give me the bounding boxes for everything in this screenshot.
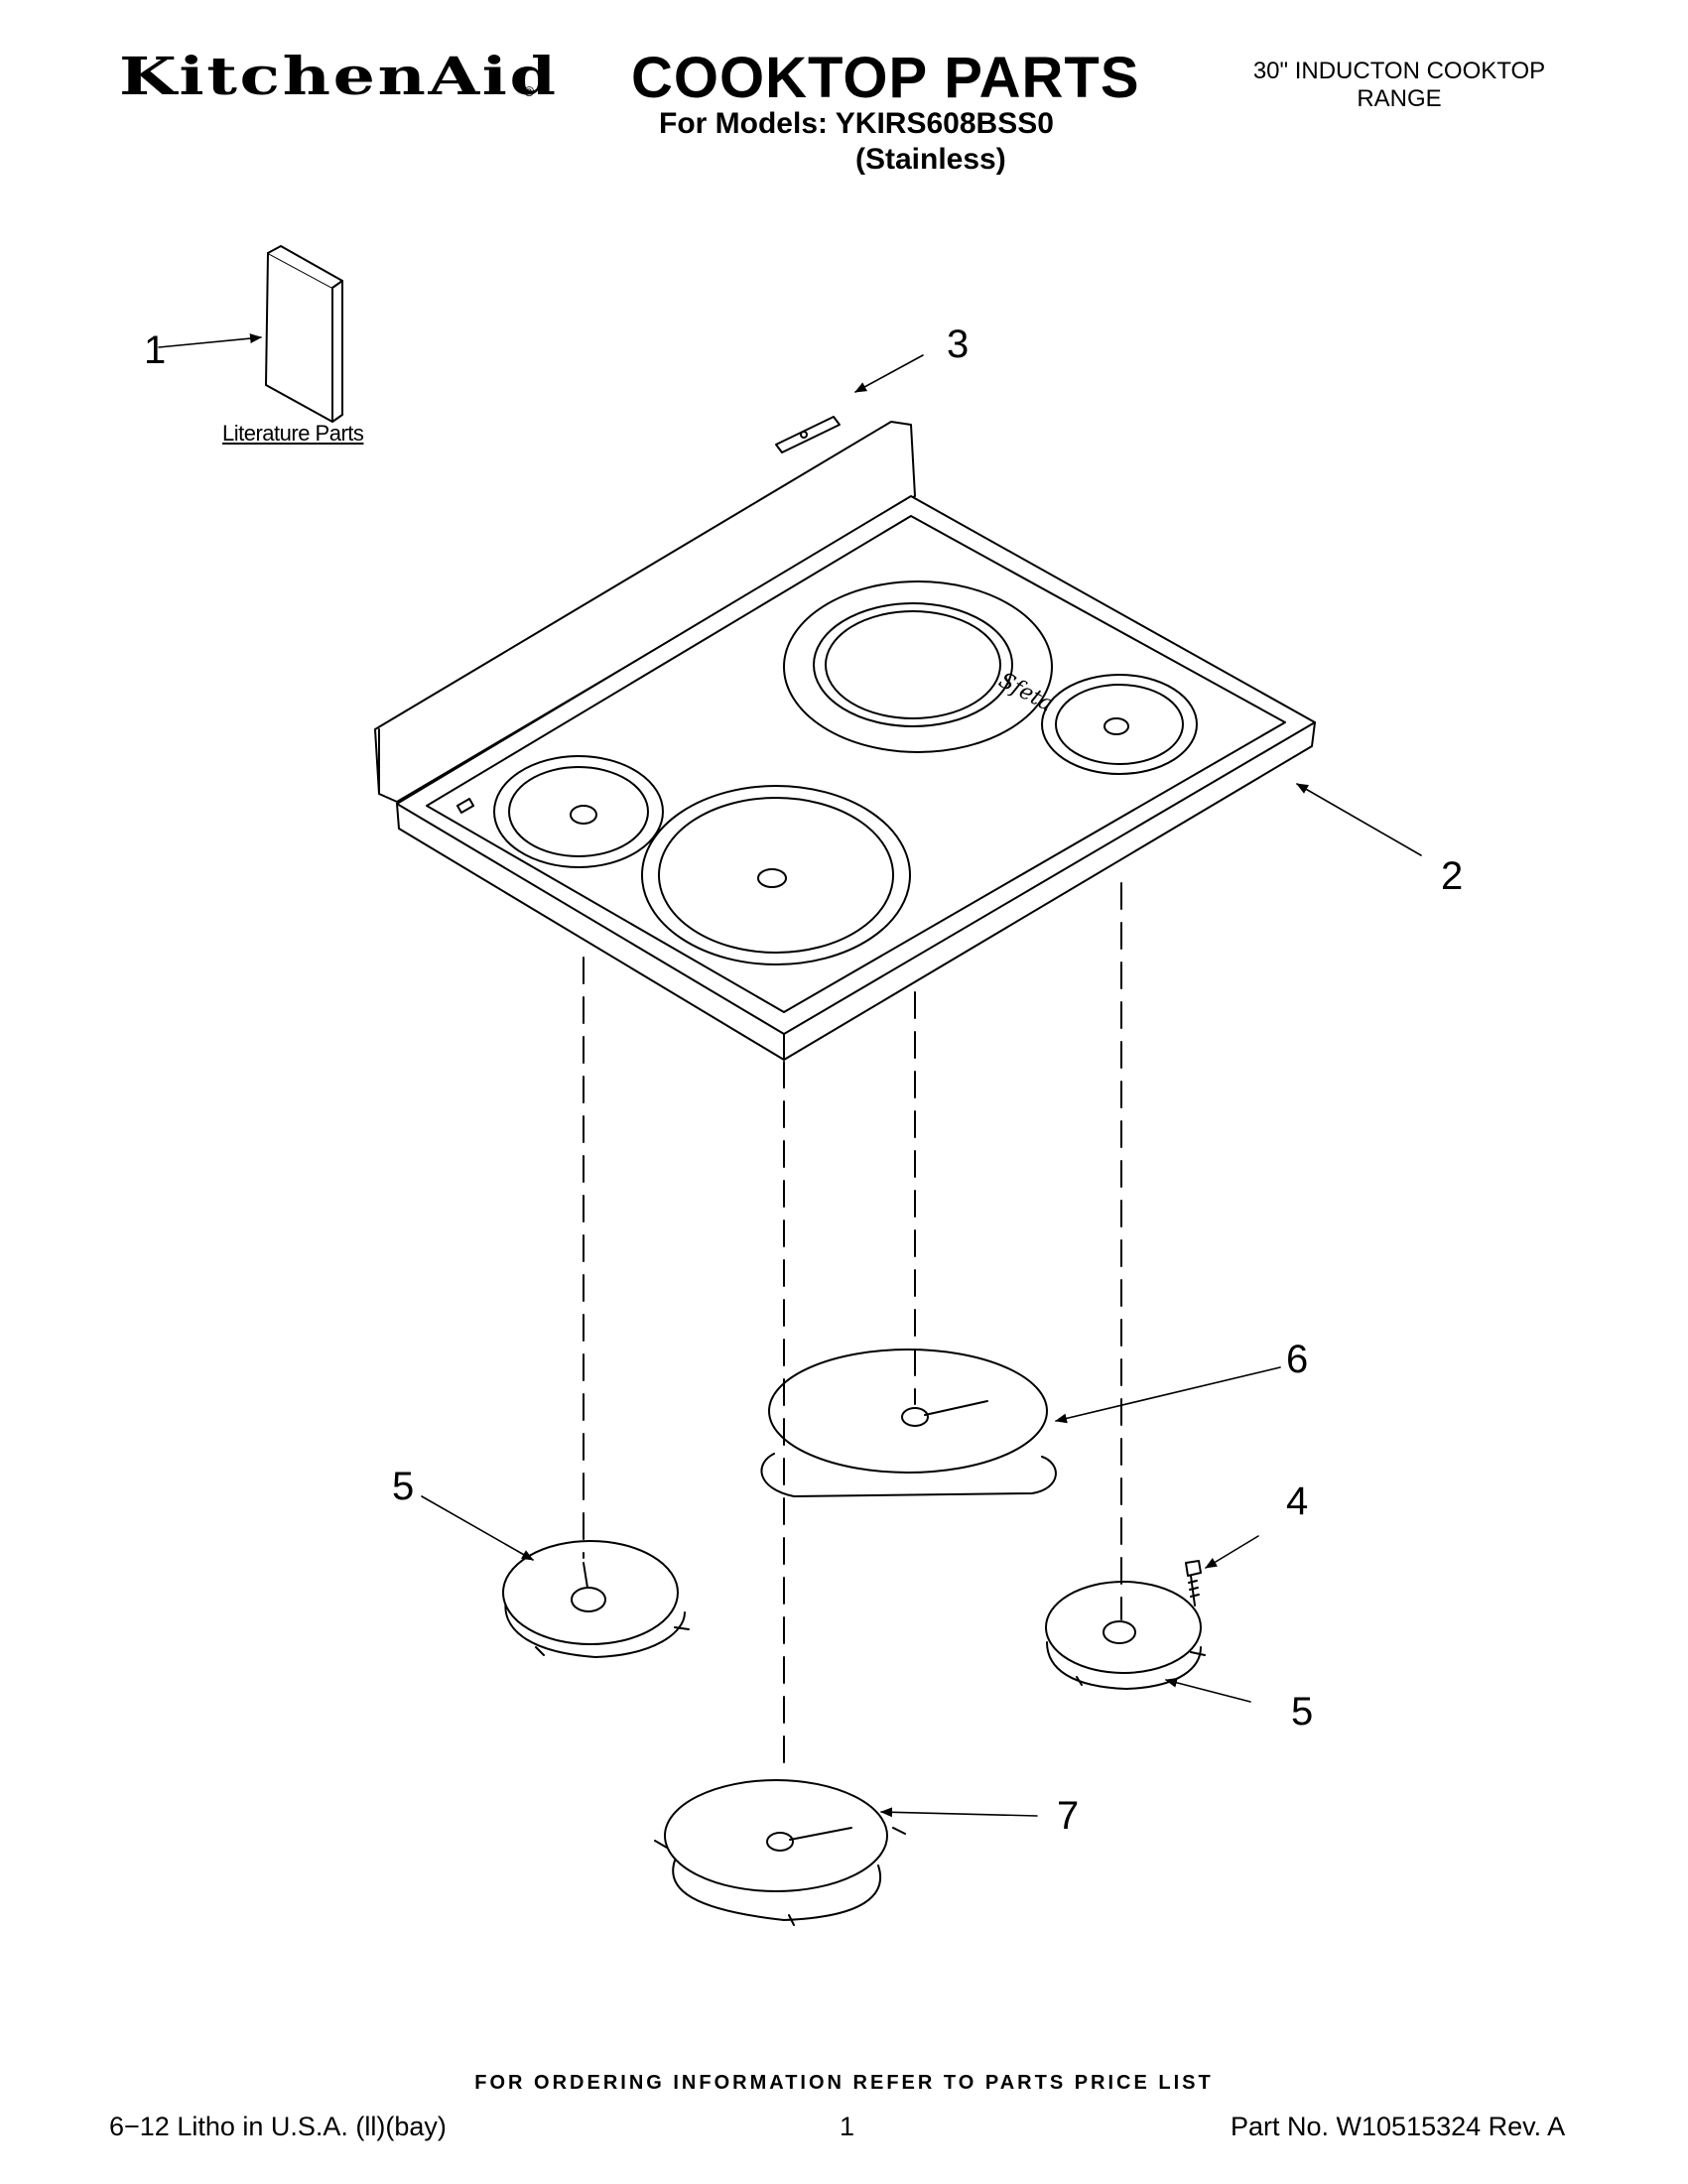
registered-mark: ® — [524, 83, 535, 99]
callout-5-right: 5 — [1291, 1690, 1314, 1734]
product-description: 30" INDUCTON COOKTOP RANGE — [1211, 58, 1588, 113]
callout-3: 3 — [947, 322, 970, 366]
literature-parts-label: Literature Parts — [222, 421, 364, 446]
callout-6: 6 — [1286, 1338, 1309, 1381]
screw-part — [1185, 1560, 1202, 1606]
callout-7: 7 — [1057, 1794, 1080, 1838]
induction-coil-small-left — [502, 1540, 690, 1658]
alignment-lines — [583, 882, 1122, 1777]
page-number: 1 — [840, 2112, 855, 2141]
cooktop-assembly — [374, 421, 1316, 1061]
part-number: Part No. W10515324 Rev. A — [1231, 2112, 1566, 2141]
callout-4: 4 — [1286, 1479, 1309, 1523]
page-title: COOKTOP PARTS — [631, 46, 1140, 110]
ordering-note: FOR ORDERING INFORMATION REFER TO PARTS … — [474, 2072, 1214, 2094]
callout-arrows — [158, 333, 1422, 1818]
induction-coil-large — [760, 1349, 1057, 1497]
model-number: For Models: YKIRS608BSS0 — [659, 107, 1054, 140]
product-line-2: RANGE — [1357, 85, 1442, 112]
callout-1: 1 — [144, 328, 167, 372]
induction-coil-small-right — [1045, 1581, 1206, 1690]
callout-5-left: 5 — [392, 1465, 415, 1508]
clip-part — [775, 416, 841, 453]
model-variant: (Stainless) — [855, 143, 1006, 176]
print-info: 6−12 Litho in U.S.A. (ll)(bay) — [109, 2112, 447, 2141]
callout-2: 2 — [1441, 854, 1464, 898]
literature-booklet — [265, 245, 343, 423]
induction-coil-medium — [654, 1779, 906, 1926]
brand-logo: KitchenAid — [119, 47, 559, 107]
product-line-1: 30" INDUCTON COOKTOP — [1252, 58, 1546, 84]
